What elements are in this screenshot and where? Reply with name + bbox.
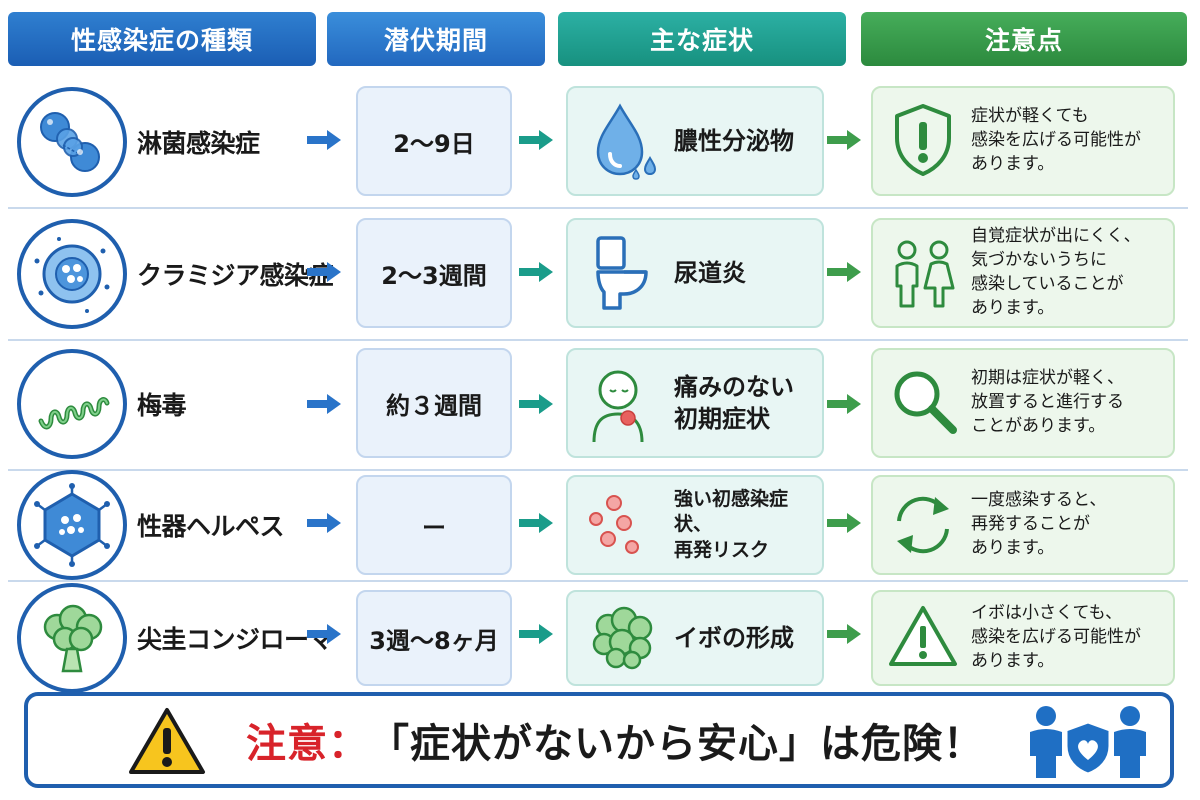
- incubation-value: 約３週間: [386, 391, 482, 420]
- people-icon: [895, 240, 955, 308]
- note-text: 自覚症状が出にくく、 気づかないうちに 感染していることが あります。: [971, 226, 1141, 318]
- arrow-right-icon: [307, 622, 341, 646]
- arrow-right-icon: [307, 511, 341, 535]
- arrow-right-icon: [519, 392, 553, 416]
- water-drop-icon: [596, 103, 657, 180]
- incubation-box: 2～9日: [356, 86, 512, 196]
- note-box: 初期は症状が軽く、 放置すると進行する ことがあります。: [871, 348, 1175, 458]
- arrow-right-icon: [827, 622, 861, 646]
- incubation-value: ー: [422, 513, 446, 542]
- spirochete-icon: [17, 349, 127, 459]
- row-divider: [8, 207, 1188, 209]
- banner-text: 注意：「症状がないから安心」は危険！: [246, 696, 984, 784]
- symptom-box: 尿道炎: [566, 218, 824, 328]
- arrow-right-icon: [827, 260, 861, 284]
- banner-label: 注意：: [246, 721, 369, 767]
- incubation-value: 3週～8ヶ月: [369, 626, 499, 655]
- table-row: 梅毒 約３週間 痛みのない 初期症状 初期は症状が軽く、 放置すると進行する こ…: [0, 344, 1200, 468]
- symptom-box: 強い初感染症状、 再発リスク: [566, 475, 824, 575]
- arrow-right-icon: [519, 260, 553, 284]
- people-shield-icon: [1030, 706, 1146, 778]
- triangle-warning-icon: [889, 606, 957, 666]
- symptom-text: イボの形成: [674, 623, 794, 652]
- table-row: 尖圭コンジローマ 3週～8ヶ月 イボの形成 イボは小さくても、 感染を広げる可能…: [0, 578, 1200, 702]
- row-divider: [8, 580, 1188, 582]
- symptom-text: 膿性分泌物: [674, 126, 794, 155]
- note-box: 一度感染すると、 再発することが あります。: [871, 475, 1175, 575]
- arrow-right-icon: [827, 128, 861, 152]
- disease-name: 梅毒: [137, 391, 187, 420]
- herpes-virus-icon: [17, 470, 127, 580]
- disease-name: 尖圭コンジローマ: [137, 625, 334, 654]
- row-divider: [8, 339, 1188, 341]
- red-spots-icon: [589, 495, 639, 554]
- note-text: 一度感染すると、 再発することが あります。: [971, 490, 1107, 558]
- disease-name: 淋菌感染症: [137, 129, 260, 158]
- symptom-box: イボの形成: [566, 590, 824, 686]
- incubation-box: 2～3週間: [356, 218, 512, 328]
- chlamydia-cell-icon: [17, 219, 127, 329]
- warning-triangle-icon: [129, 708, 205, 774]
- arrow-right-icon: [519, 511, 553, 535]
- cycle-arrows-icon: [897, 496, 949, 554]
- table-row: 性器ヘルペス ー 強い初感染症状、 再発リスク 一度感染すると、 再発することが…: [0, 465, 1200, 589]
- arrow-right-icon: [827, 511, 861, 535]
- magnifier-icon: [894, 371, 957, 434]
- arrow-right-icon: [307, 128, 341, 152]
- header-type: 性感染症の種類: [8, 12, 316, 66]
- note-box: 自覚症状が出にくく、 気づかないうちに 感染していることが あります。: [871, 218, 1175, 328]
- header-symptoms: 主な症状: [558, 12, 846, 66]
- shield-exclamation-icon: [895, 104, 951, 176]
- header-incubation: 潜伏期間: [327, 12, 545, 66]
- toilet-icon: [596, 236, 648, 310]
- warning-banner: 注意：「症状がないから安心」は危険！: [24, 692, 1174, 788]
- note-box: 症状が軽くても 感染を広げる可能性が あります。: [871, 86, 1175, 196]
- note-box: イボは小さくても、 感染を広げる可能性が あります。: [871, 590, 1175, 686]
- incubation-value: 2～3週間: [381, 261, 487, 290]
- disease-name: クラミジア感染症: [137, 261, 334, 290]
- broccoli-wart-icon: [17, 583, 127, 693]
- arrow-right-icon: [827, 392, 861, 416]
- symptom-text: 強い初感染症状、 再発リスク: [674, 487, 789, 561]
- wart-cluster-icon: [592, 606, 653, 670]
- table-row: 淋菌感染症 2～9日 膿性分泌物 症状が軽くても 感染を広げる可能性が あります…: [0, 82, 1200, 206]
- banner-message: 「症状がないから安心」は危険！: [369, 721, 984, 767]
- table-row: クラミジア感染症 2～3週間 尿道炎 自覚症状が出にくく、 気づかないうちに 感…: [0, 214, 1200, 338]
- disease-name: 性器ヘルペス: [137, 512, 285, 541]
- note-text: 症状が軽くても 感染を広げる可能性が あります。: [971, 106, 1141, 174]
- arrow-right-icon: [519, 128, 553, 152]
- incubation-value: 2～9日: [393, 129, 475, 158]
- arrow-right-icon: [519, 622, 553, 646]
- row-divider: [8, 469, 1188, 471]
- header-notes: 注意点: [861, 12, 1187, 66]
- incubation-box: ー: [356, 475, 512, 575]
- note-text: イボは小さくても、 感染を広げる可能性が あります。: [971, 603, 1141, 671]
- arrow-right-icon: [307, 260, 341, 284]
- symptom-text: 痛みのない 初期症状: [674, 372, 794, 433]
- note-text: 初期は症状が軽く、 放置すると進行する ことがあります。: [971, 368, 1124, 436]
- arrow-right-icon: [307, 392, 341, 416]
- incubation-box: 3週～8ヶ月: [356, 590, 512, 686]
- symptom-text: 尿道炎: [674, 258, 746, 287]
- incubation-box: 約３週間: [356, 348, 512, 458]
- person-sore-icon: [592, 370, 644, 443]
- symptom-box: 膿性分泌物: [566, 86, 824, 196]
- symptom-box: 痛みのない 初期症状: [566, 348, 824, 458]
- diplococcus-icon: [17, 87, 127, 197]
